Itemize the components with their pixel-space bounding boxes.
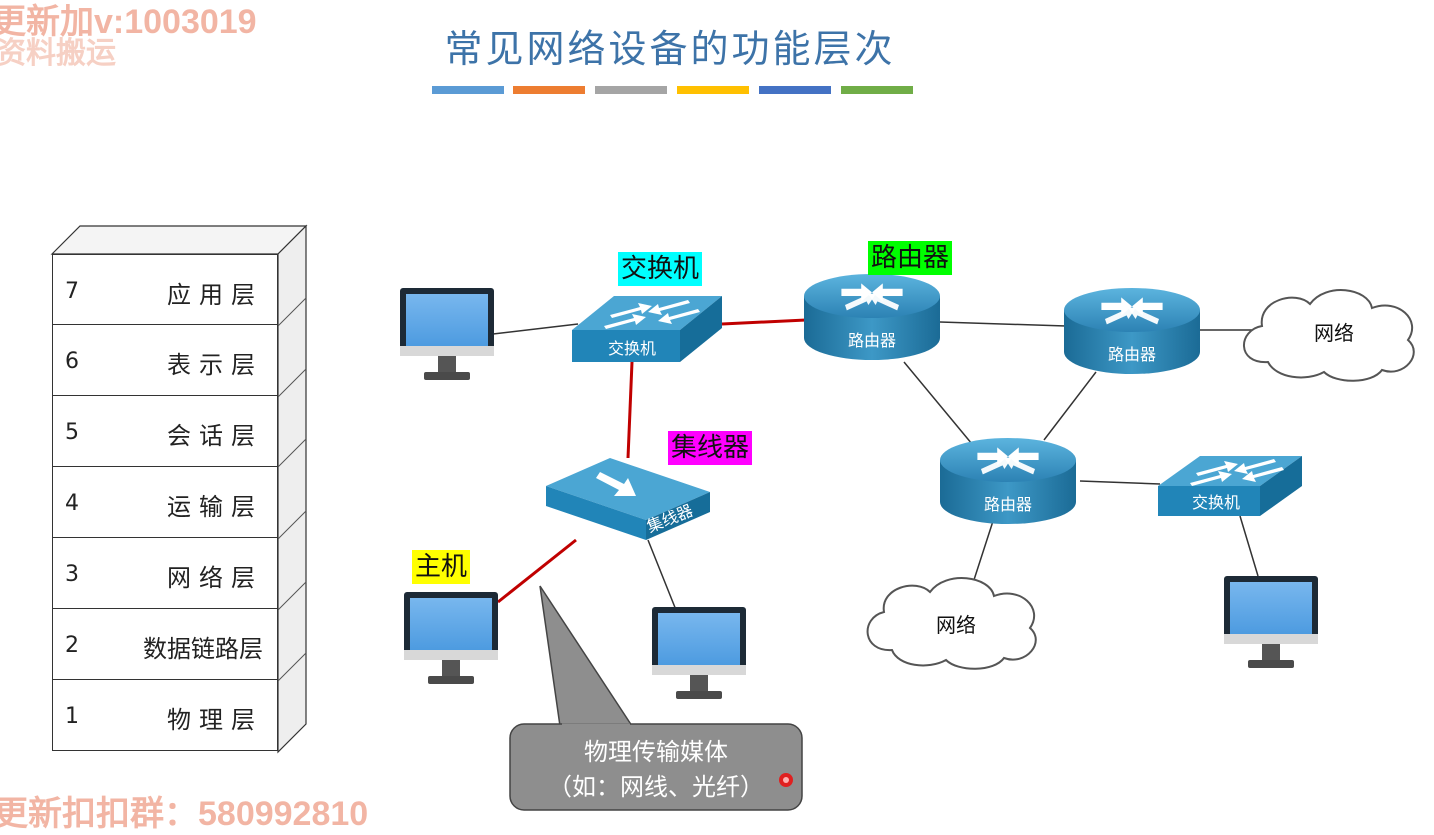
router-icon: 路由器 bbox=[804, 274, 940, 360]
osi-stack-side-lines bbox=[277, 297, 307, 682]
link-switch-router bbox=[721, 318, 807, 326]
layer-name: 应用层 bbox=[167, 281, 263, 309]
layer-name: 物理层 bbox=[167, 706, 263, 734]
cloud-icon: 网络 bbox=[866, 577, 1037, 670]
tag-host: 主机 bbox=[412, 550, 471, 584]
tag-router: 路由器 bbox=[868, 241, 953, 275]
osi-layer-3: 3 网络层 bbox=[52, 538, 278, 609]
router-icon: 路由器 bbox=[940, 438, 1076, 524]
layer-number: 5 bbox=[65, 420, 79, 445]
device-label: 交换机 bbox=[1192, 493, 1240, 512]
layer-number: 6 bbox=[65, 349, 79, 374]
computer-icon bbox=[652, 607, 746, 699]
tag-switch: 交换机 bbox=[618, 252, 703, 286]
callout-bubble: 物理传输媒体 （如：网线、光纤） bbox=[509, 585, 803, 811]
callout-line-2: （如：网线、光纤） bbox=[548, 773, 764, 801]
watermark-top-sub: 资料搬运 bbox=[0, 28, 116, 72]
title-bar bbox=[759, 86, 831, 94]
title-bar bbox=[595, 86, 667, 94]
link-router-cloud-2 bbox=[971, 517, 995, 587]
link-hub-pc bbox=[647, 539, 677, 611]
page-title: 常见网络设备的功能层次 bbox=[444, 27, 896, 71]
title-bar bbox=[432, 86, 504, 94]
link-router-switch bbox=[1079, 480, 1161, 485]
layer-number: 7 bbox=[65, 279, 79, 304]
link-router-router bbox=[939, 321, 1067, 327]
osi-stack-side-face bbox=[277, 224, 307, 754]
layer-number: 4 bbox=[65, 491, 79, 516]
tag-hub: 集线器 bbox=[668, 431, 753, 465]
layer-name: 会话层 bbox=[167, 422, 263, 450]
pointer-dot-center bbox=[783, 777, 789, 783]
link-switch-hub bbox=[626, 361, 634, 459]
title-bar bbox=[513, 86, 585, 94]
link-router-router-3 bbox=[1043, 371, 1097, 441]
callout-line-1: 物理传输媒体 bbox=[584, 738, 728, 766]
computer-icon bbox=[400, 288, 494, 380]
hub-icon: 集线器 bbox=[546, 458, 710, 540]
layer-name: 网络层 bbox=[167, 564, 263, 592]
osi-stack: 7 应用层 6 表示层 5 会话层 4 运输层 3 网络层 2 数据链路层 1 … bbox=[52, 254, 278, 751]
osi-layer-7: 7 应用层 bbox=[52, 254, 278, 325]
computer-icon bbox=[404, 592, 498, 684]
cloud-icon: 网络 bbox=[1243, 289, 1415, 382]
layer-name: 数据链路层 bbox=[143, 635, 263, 663]
watermark-top-text: 更新加v:1003019 bbox=[0, 3, 257, 41]
switch-icon: 交换机 bbox=[1158, 456, 1302, 516]
osi-layer-6: 6 表示层 bbox=[52, 325, 278, 396]
router-icon: 路由器 bbox=[1064, 288, 1200, 374]
title-bar bbox=[841, 86, 913, 94]
link-switch-pc bbox=[1239, 515, 1259, 577]
cloud-label: 网络 bbox=[1314, 321, 1354, 345]
osi-layer-2: 2 数据链路层 bbox=[52, 609, 278, 680]
osi-layer-5: 5 会话层 bbox=[52, 396, 278, 467]
watermark-top-sub-text: 资料搬运 bbox=[0, 37, 116, 70]
link-pc-switch bbox=[492, 323, 579, 335]
device-label: 路由器 bbox=[848, 331, 896, 350]
title-bar bbox=[677, 86, 749, 94]
device-label: 路由器 bbox=[984, 495, 1032, 514]
link-hub-host bbox=[497, 538, 577, 604]
layer-name: 运输层 bbox=[167, 493, 263, 521]
computer-icon bbox=[1224, 576, 1318, 668]
cloud-label: 网络 bbox=[936, 613, 976, 637]
watermark-top: 更新加v:1003019 bbox=[0, 0, 257, 43]
links bbox=[492, 318, 1259, 611]
link-router-router-2 bbox=[903, 361, 973, 445]
layer-number: 1 bbox=[65, 704, 79, 729]
layer-number: 2 bbox=[65, 633, 79, 658]
device-label: 路由器 bbox=[1108, 345, 1156, 364]
switch-icon: 交换机 bbox=[572, 296, 722, 362]
device-label: 交换机 bbox=[608, 339, 656, 358]
osi-layer-1: 1 物理层 bbox=[52, 680, 278, 751]
layer-number: 3 bbox=[65, 562, 79, 587]
osi-layer-4: 4 运输层 bbox=[52, 467, 278, 538]
layer-name: 表示层 bbox=[167, 351, 263, 379]
